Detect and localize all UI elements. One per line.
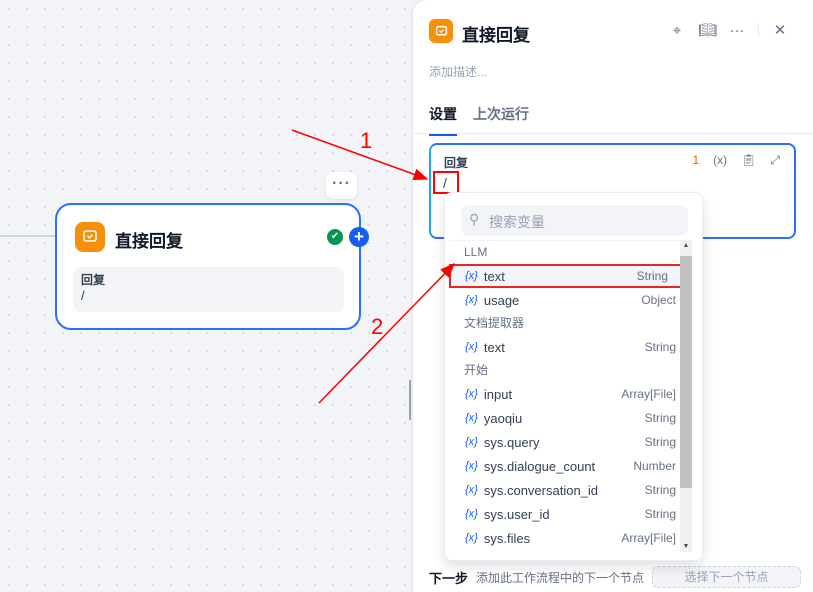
variable-icon: {x} — [465, 341, 478, 353]
node-more-button[interactable]: ··· — [326, 172, 357, 199]
search-placeholder: 搜索变量 — [489, 214, 545, 230]
tab-settings[interactable]: 设置 — [429, 104, 457, 136]
variable-type: String — [644, 483, 676, 497]
variable-name: sys.query — [483, 434, 540, 450]
variable-icon: {x} — [465, 412, 478, 424]
variable-item[interactable]: {x} sys.query String — [449, 430, 694, 454]
variable-item[interactable]: {x} yaoqiu String — [449, 406, 694, 430]
editor-text[interactable]: / — [443, 175, 447, 191]
add-next-node-button[interactable]: + — [349, 227, 369, 247]
variable-type: String — [644, 507, 676, 521]
variable-type: String — [644, 411, 676, 425]
variable-icon: {x} — [465, 436, 478, 448]
variable-icon: {x} — [465, 532, 478, 544]
editor-label: 回复 — [444, 156, 469, 170]
scrollbar[interactable]: ▲▼ — [680, 240, 692, 552]
next-step-section: 下一步 添加此工作流程中的下一个节点 选择下一个节点 — [429, 566, 801, 588]
close-icon[interactable]: ✕ — [773, 22, 787, 39]
arrow-1 — [291, 129, 429, 181]
next-step-title: 下一步 — [429, 570, 469, 586]
variable-type: String — [636, 269, 668, 283]
divider — [758, 23, 759, 37]
reply-node-icon — [429, 19, 453, 43]
tab-last-run[interactable]: 上次运行 — [473, 106, 529, 122]
variable-name: yaoqiu — [483, 410, 523, 426]
scroll-up-icon[interactable]: ▲ — [682, 242, 690, 249]
variable-type: Object — [641, 293, 676, 307]
book-icon[interactable]: 📖︎ — [698, 22, 718, 39]
search-input[interactable]: ⚲ 搜索变量 — [461, 205, 688, 236]
description-input[interactable]: 添加描述... — [429, 65, 488, 79]
variable-name: sys.conversation_id — [483, 482, 599, 498]
group-header: LLM — [464, 245, 488, 259]
select-next-node-button[interactable]: 选择下一个节点 — [652, 566, 801, 588]
run-target-icon[interactable]: ⌖ — [672, 21, 682, 39]
variable-type: Array[File] — [621, 387, 676, 401]
variable-item[interactable]: {x} sys.dialogue_count Number — [449, 454, 694, 478]
variable-name: sys.files — [483, 530, 531, 546]
variable-item[interactable]: {x} usage Object — [449, 288, 694, 312]
clipboard-icon[interactable]: 📋︎ — [741, 153, 757, 167]
variable-item[interactable]: {x} sys.conversation_id String — [449, 478, 694, 502]
node-field-value: / — [81, 288, 85, 303]
variable-name: sys.dialogue_count — [483, 458, 596, 474]
variable-item[interactable]: {x} sys.files Array[File] — [449, 526, 694, 550]
insert-variable-icon[interactable]: (x) — [713, 153, 728, 167]
annotation-1: 1 — [360, 128, 373, 153]
expand-icon[interactable]: ⤢ — [770, 153, 780, 167]
scroll-down-icon[interactable]: ▼ — [682, 543, 690, 550]
variable-item[interactable]: {x} input Array[File] — [449, 382, 694, 406]
arrow-2 — [318, 262, 456, 404]
connection-edge — [0, 235, 56, 237]
panel-resize-handle[interactable] — [409, 380, 411, 420]
variable-type: String — [644, 435, 676, 449]
check-icon: ✔ — [327, 229, 343, 245]
scrollbar-thumb[interactable] — [680, 256, 692, 488]
reply-node-icon — [75, 222, 105, 252]
more-icon[interactable]: ··· — [729, 21, 745, 39]
variable-name: usage — [483, 292, 520, 308]
variable-item[interactable]: {x} sys.user_id String — [449, 502, 694, 526]
variable-type: Array[File] — [621, 531, 676, 545]
variable-icon: {x} — [465, 388, 478, 400]
variable-name: input — [483, 386, 513, 402]
variable-icon: {x} — [465, 294, 478, 306]
group-header: 文档提取器 — [464, 316, 525, 330]
variable-icon: {x} — [465, 270, 478, 282]
divider — [413, 133, 813, 134]
node-title: 直接回复 — [115, 232, 183, 251]
variable-icon: {x} — [465, 508, 478, 520]
node-field-label: 回复 — [81, 273, 106, 287]
reply-node[interactable]: 直接回复 ✔ + 回复/ — [55, 203, 369, 330]
annotation-2: 2 — [371, 314, 384, 339]
variable-name: sys.user_id — [483, 506, 550, 522]
variable-icon: {x} — [465, 484, 478, 496]
variable-name: text — [483, 339, 505, 355]
variable-type: String — [644, 340, 676, 354]
node-field: 回复/ — [73, 267, 344, 312]
variable-icon: {x} — [465, 460, 478, 472]
panel-title: 直接回复 — [462, 26, 530, 45]
variable-type: Number — [633, 459, 676, 473]
variable-name: text — [483, 268, 505, 284]
search-icon: ⚲ — [469, 211, 480, 227]
variable-item[interactable]: {x} text String — [449, 335, 694, 359]
next-step-description: 添加此工作流程中的下一个节点 — [476, 570, 645, 585]
group-header: 开始 — [464, 363, 489, 377]
line-count: 1 — [692, 153, 700, 167]
variable-item[interactable]: {x} text String — [449, 264, 686, 288]
